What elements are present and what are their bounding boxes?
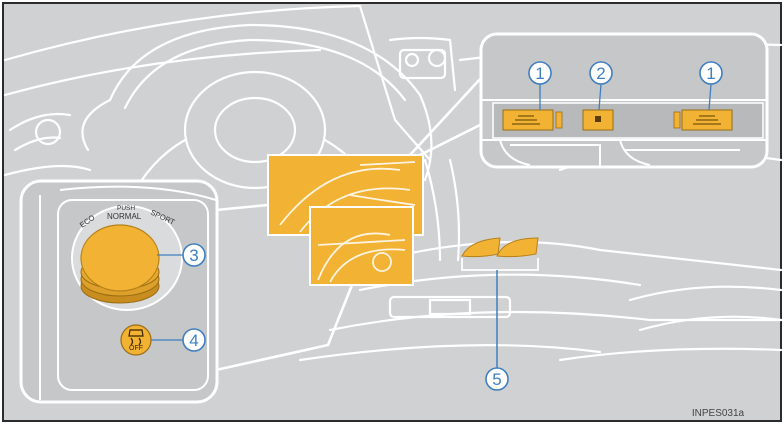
callout-3-label: 3 [189, 246, 198, 265]
drive-mode-dial-top [81, 225, 159, 291]
dial-label-push: PUSH [117, 205, 135, 212]
callout-4: 4 [183, 329, 205, 351]
callout-1a-label: 1 [535, 64, 544, 83]
callout-2: 2 [590, 62, 612, 84]
callout-5: 5 [486, 368, 508, 390]
callout-1b-label: 1 [706, 64, 715, 83]
callout-1b: 1 [700, 62, 722, 84]
vsc-off-label: OFF [129, 345, 143, 352]
console-highlight-panel [310, 207, 413, 285]
dial-label-normal: NORMAL [107, 212, 142, 221]
callout-1a: 1 [529, 62, 551, 84]
callout-3: 3 [183, 244, 205, 266]
figure-code: INPES031a [692, 408, 745, 419]
callout-4-label: 4 [189, 331, 198, 350]
callout-5-label: 5 [492, 370, 501, 389]
callout-2-label: 2 [596, 64, 605, 83]
heater-switch-inset [481, 34, 767, 167]
